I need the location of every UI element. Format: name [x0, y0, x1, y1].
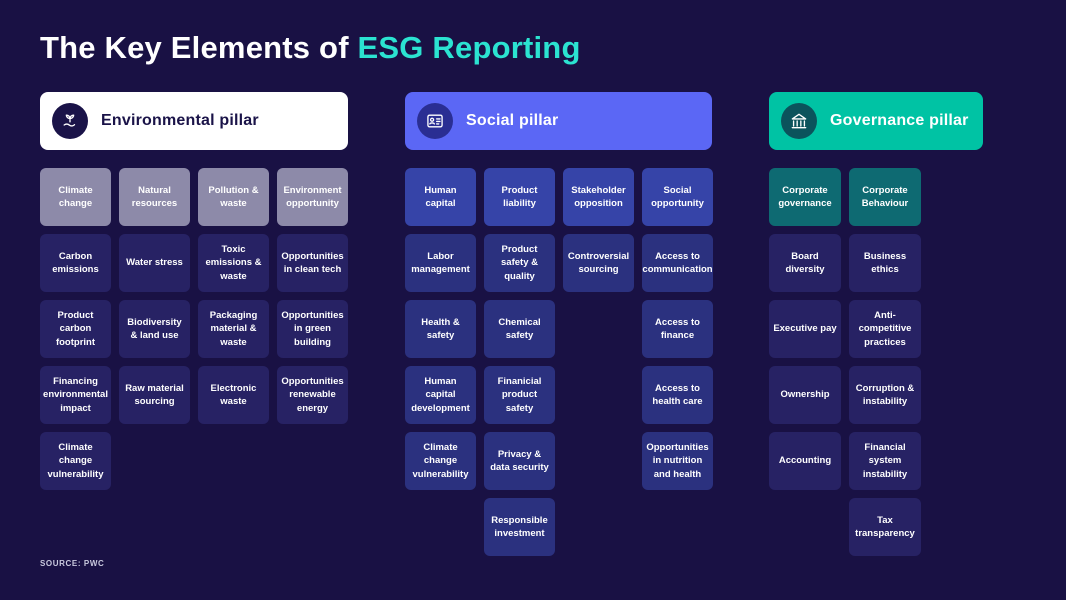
tile: Business ethics: [849, 234, 921, 292]
tile: Financial system instability: [849, 432, 921, 490]
tile: Opportunities in nutrition and health: [642, 432, 713, 490]
tile: Pollution & waste: [198, 168, 269, 226]
tile: Human capital development: [405, 366, 476, 424]
tile: Product carbon footprint: [40, 300, 111, 358]
tile: Privacy & data security: [484, 432, 555, 490]
tile: Product liability: [484, 168, 555, 226]
tile: Electronic waste: [198, 366, 269, 424]
tile: Chemical safety: [484, 300, 555, 358]
tile: Health & safety: [405, 300, 476, 358]
tile: Product safety & quality: [484, 234, 555, 292]
tile: Labor management: [405, 234, 476, 292]
tile-empty: [563, 300, 634, 358]
tile: Corporate governance: [769, 168, 841, 226]
pillar-label: Social pillar: [466, 112, 559, 129]
tile: Ownership: [769, 366, 841, 424]
id-card-icon: [417, 103, 453, 139]
bank-icon: [781, 103, 817, 139]
tile: Toxic emissions & waste: [198, 234, 269, 292]
tile: Stakeholder opposition: [563, 168, 634, 226]
source-note: SOURCE: PWC: [40, 559, 105, 568]
seedling-hand-icon: [52, 103, 88, 139]
tile: Responsible investment: [484, 498, 555, 556]
title-text: The Key Elements of: [40, 30, 358, 65]
social-pillar-header: Social pillar: [405, 92, 712, 150]
tile: Opportunities renewable energy: [277, 366, 348, 424]
tile: Tax transparency: [849, 498, 921, 556]
tile: Corruption & instability: [849, 366, 921, 424]
tile: Human capital: [405, 168, 476, 226]
tile: Access to health care: [642, 366, 713, 424]
page-title: The Key Elements of ESG Reporting: [40, 30, 1026, 66]
tile: Packaging material & waste: [198, 300, 269, 358]
tile: Climate change: [40, 168, 111, 226]
tile: Opportunities in clean tech: [277, 234, 348, 292]
tile-empty: [563, 366, 634, 424]
governance-pillar-header: Governance pillar: [769, 92, 983, 150]
tile: Environment opportunity: [277, 168, 348, 226]
tile: Climate change vulnerability: [405, 432, 476, 490]
tile-empty: [277, 432, 348, 490]
title-highlight: ESG Reporting: [357, 30, 581, 65]
tile-empty: [563, 432, 634, 490]
tile: Controversial sourcing: [563, 234, 634, 292]
pillar-label: Governance pillar: [830, 112, 969, 129]
environmental-pillar-header: Environmental pillar: [40, 92, 348, 150]
tile: Executive pay: [769, 300, 841, 358]
tile: Financing environmental impact: [40, 366, 111, 424]
tile: Accounting: [769, 432, 841, 490]
tile-empty: [405, 498, 476, 556]
tile-empty: [563, 498, 634, 556]
pillar-label: Environmental pillar: [101, 112, 259, 129]
tile-empty: [642, 498, 713, 556]
tile-empty: [769, 498, 841, 556]
tile: Anti-competitive practices: [849, 300, 921, 358]
tile: Finanicial product safety: [484, 366, 555, 424]
tile: Climate change vulnerability: [40, 432, 111, 490]
tile: Corporate Behaviour: [849, 168, 921, 226]
tile: Water stress: [119, 234, 190, 292]
tile: Carbon emissions: [40, 234, 111, 292]
tile: Opportunities in green building: [277, 300, 348, 358]
tile: Access to finance: [642, 300, 713, 358]
tile: Raw material sourcing: [119, 366, 190, 424]
tile: Social opportunity: [642, 168, 713, 226]
tile: Board diversity: [769, 234, 841, 292]
tile: Biodiversity & land use: [119, 300, 190, 358]
tile-empty: [198, 432, 269, 490]
tile: Natural resources: [119, 168, 190, 226]
tile-empty: [119, 432, 190, 490]
tile: Access to communication: [642, 234, 713, 292]
